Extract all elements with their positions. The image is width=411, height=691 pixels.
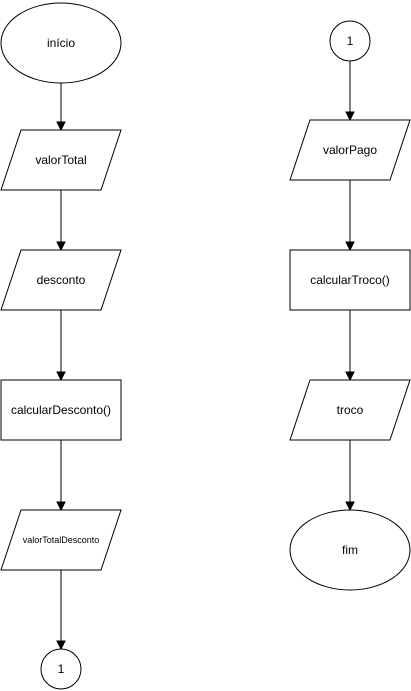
node-desconto[interactable]: desconto — [0, 249, 122, 311]
edge-connector-in-to-valorPago — [345, 61, 355, 122]
edge-valorTotal-to-desconto — [56, 190, 66, 252]
node-label-valorPago: valorPago — [323, 143, 377, 157]
node-troco[interactable]: troco — [289, 379, 411, 441]
arrowhead — [56, 241, 66, 252]
node-connector-out[interactable]: 1 — [40, 648, 82, 690]
node-valorTotalDesconto[interactable]: valorTotalDesconto — [0, 509, 122, 571]
node-calcularTroco[interactable]: calcularTroco() — [289, 249, 411, 311]
edge-valorPago-to-calcularTroco — [345, 180, 355, 252]
arrowhead — [56, 371, 66, 382]
arrowhead — [56, 640, 66, 651]
edges-layer — [56, 61, 355, 651]
node-inicio[interactable]: início — [0, 2, 122, 84]
edge-calcularDesconto-to-valorTotalDesconto — [56, 440, 66, 512]
arrowhead — [56, 121, 66, 132]
edge-calcularTroco-to-troco — [345, 310, 355, 382]
node-calcularDesconto[interactable]: calcularDesconto() — [0, 379, 122, 441]
node-label-calcularDesconto: calcularDesconto() — [11, 403, 111, 417]
node-label-inicio: início — [47, 36, 75, 50]
node-label-connector-in: 1 — [347, 34, 354, 48]
node-label-desconto: desconto — [37, 273, 86, 287]
arrowhead — [345, 501, 355, 512]
node-valorPago[interactable]: valorPago — [289, 119, 411, 181]
arrowhead — [345, 371, 355, 382]
node-label-troco: troco — [337, 403, 364, 417]
edge-troco-to-fim — [345, 440, 355, 512]
node-label-valorTotal: valorTotal — [35, 153, 86, 167]
edge-desconto-to-calcularDesconto — [56, 310, 66, 382]
arrowhead — [56, 501, 66, 512]
node-fim[interactable]: fim — [289, 509, 411, 591]
node-label-connector-out: 1 — [58, 662, 65, 676]
node-label-valorTotalDesconto: valorTotalDesconto — [23, 535, 100, 545]
arrowhead — [345, 111, 355, 122]
node-valorTotal[interactable]: valorTotal — [0, 129, 122, 191]
node-label-calcularTroco: calcularTroco() — [310, 273, 390, 287]
node-label-fim: fim — [342, 543, 358, 557]
edge-valorTotalDesconto-to-connector-out — [56, 570, 66, 651]
node-connector-in[interactable]: 1 — [329, 20, 371, 62]
arrowhead — [345, 241, 355, 252]
edge-inicio-to-valorTotal — [56, 83, 66, 132]
